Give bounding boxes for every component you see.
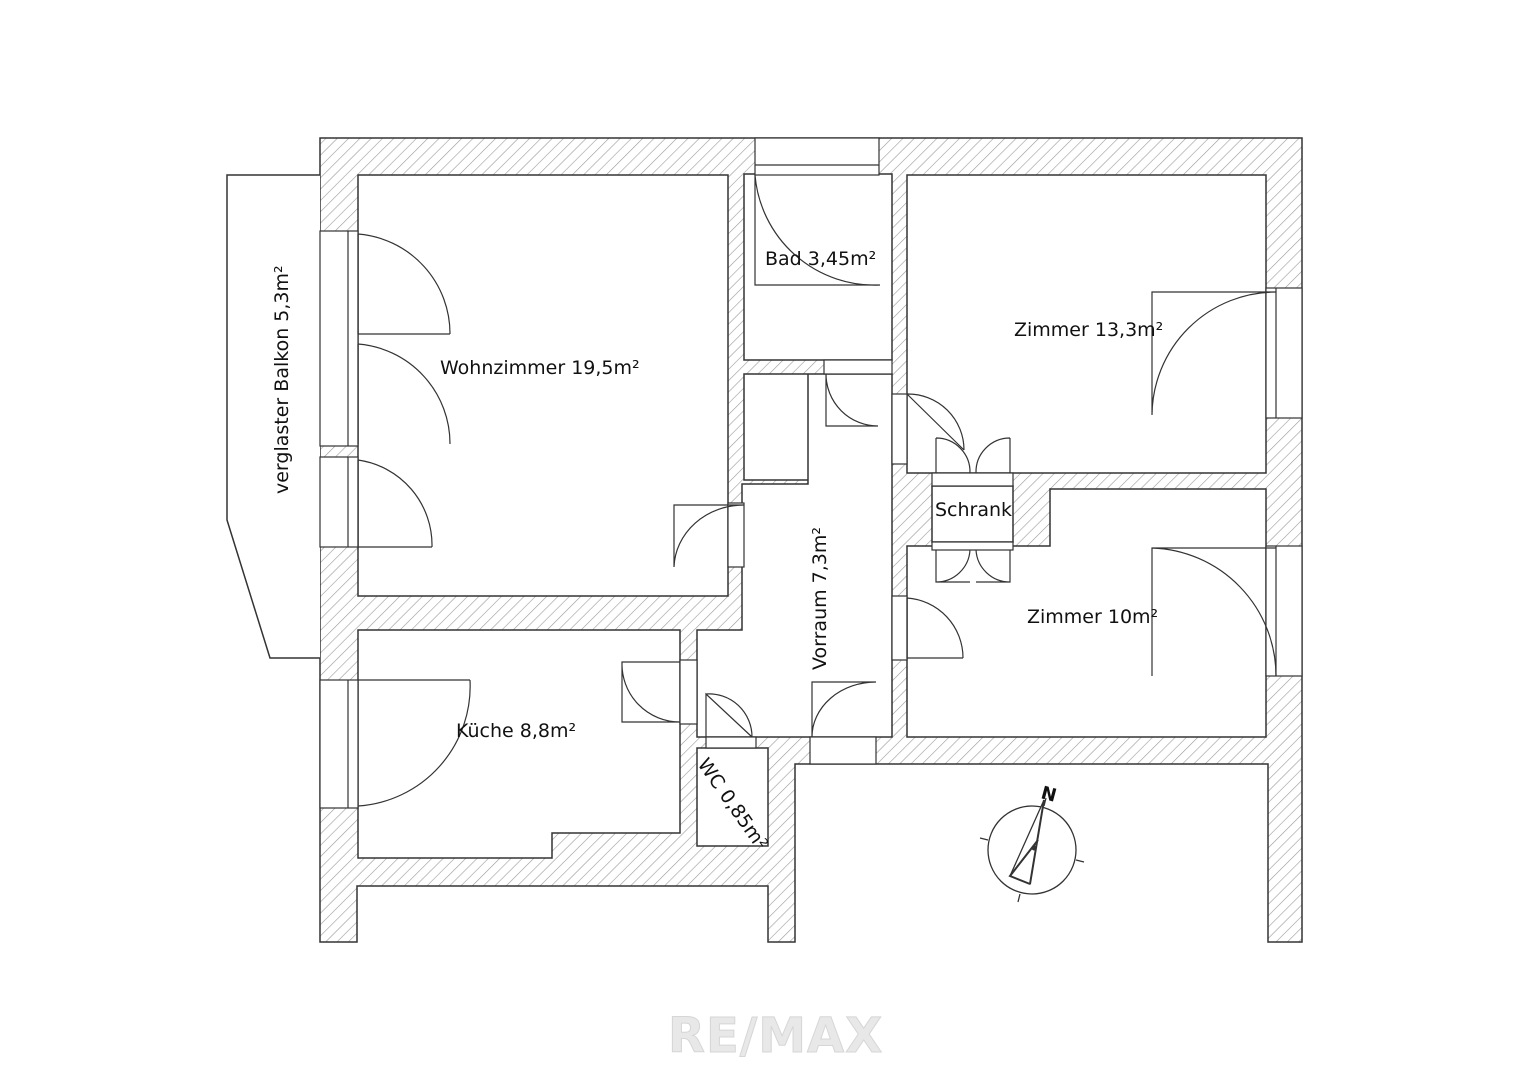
door-swings xyxy=(357,174,1277,807)
room-label-kueche: Küche 8,8m² xyxy=(456,720,576,742)
room-label-wohnzimmer: Wohnzimmer 19,5m² xyxy=(440,357,640,379)
room-label-wc: WC 0,85m² xyxy=(693,754,772,854)
room-label-schrank: Schrank xyxy=(935,499,1012,521)
room-label-zimmer-1: Zimmer 13,3m² xyxy=(1014,319,1163,341)
room-label-balkon: verglaster Balkon 5,3m² xyxy=(271,265,293,494)
balcony-outline xyxy=(226,174,320,659)
windows xyxy=(319,137,1303,809)
watermark-logo: RE/MAX xyxy=(668,1008,883,1064)
compass-north-letter: N xyxy=(1039,783,1059,807)
room-label-bad: Bad 3,45m² xyxy=(765,248,876,270)
schrank-box xyxy=(931,485,1014,543)
room-label-zimmer-2: Zimmer 10m² xyxy=(1027,606,1158,628)
compass-rose xyxy=(979,797,1085,903)
room-label-vorraum: Vorraum 7,3m² xyxy=(809,527,831,670)
